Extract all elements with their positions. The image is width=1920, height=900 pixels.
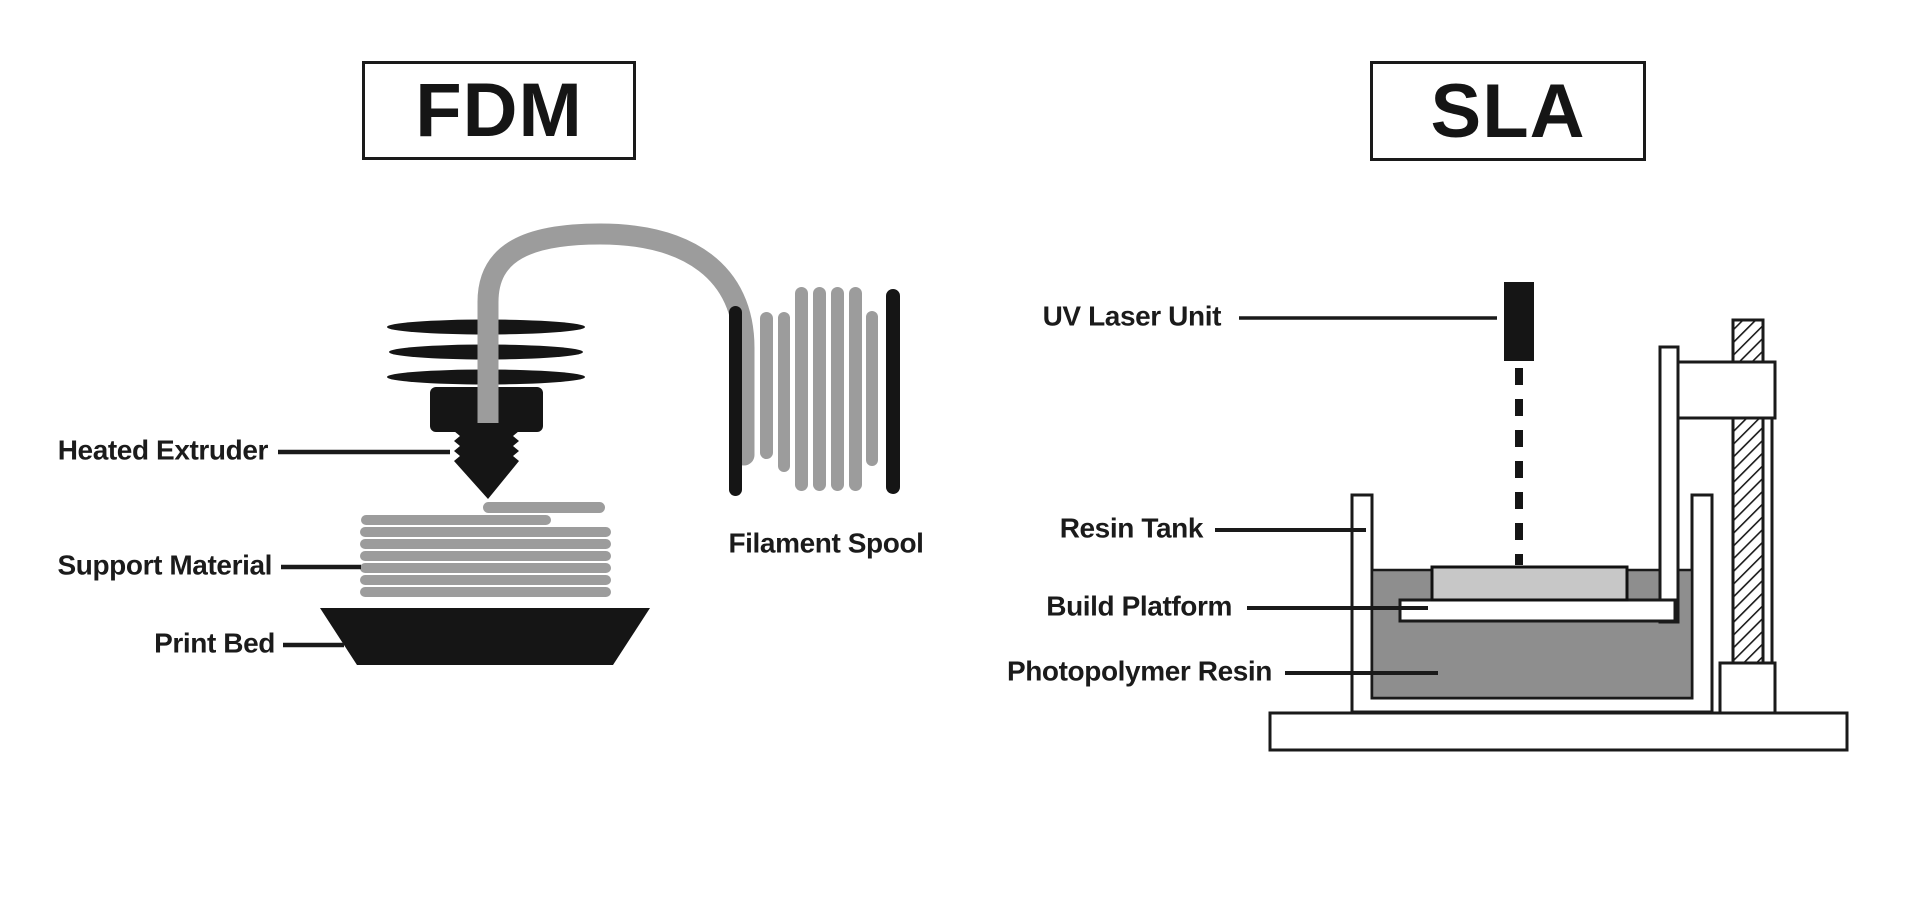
motor-block [1718,661,1777,715]
uv-laser-unit-shape [1504,282,1534,361]
platform-arm-horizontal [1398,598,1677,623]
spool-flange-right [886,289,900,494]
layer-bar [360,527,611,537]
spool-winding [813,287,826,491]
layer-bar [360,575,611,585]
label-filament-spool: Filament Spool [728,527,924,559]
label-support-material: Support Material [57,549,272,581]
label-print-bed: Print Bed [154,627,275,659]
layer-bar [360,587,611,597]
spool-winding [760,312,773,459]
label-build-platform: Build Platform [1046,590,1232,622]
spool-winding [795,287,808,491]
filament-spool-shape [729,287,900,496]
support-material-layers [360,502,611,597]
fdm-title-box: FDM [362,61,636,160]
label-photopolymer-resin: Photopolymer Resin [1006,655,1272,687]
label-uv-laser-unit: UV Laser Unit [1042,300,1222,332]
spool-flange-left [729,306,742,496]
machine-base [1268,711,1849,752]
platform-arm-vertical [1658,345,1680,624]
build-platform-shape [1430,565,1629,602]
layer-bar [360,551,611,561]
layer-bar [360,563,611,573]
sla-title-box: SLA [1370,61,1646,161]
carriage-block [1675,360,1777,420]
sla-title: SLA [1430,68,1586,154]
extruded-line [483,502,605,513]
filament-tube [477,223,755,466]
spool-winding [849,287,862,491]
nozzle-shape [454,423,519,499]
label-heated-extruder: Heated Extruder [57,434,269,466]
label-resin-tank: Resin Tank [1059,512,1204,544]
layer-bar [360,539,611,549]
print-bed-shape [320,608,650,665]
fdm-title: FDM [415,68,583,153]
spool-winding [778,312,790,472]
layer-bar [361,515,551,525]
spool-winding [866,311,878,466]
spool-winding [831,287,844,491]
